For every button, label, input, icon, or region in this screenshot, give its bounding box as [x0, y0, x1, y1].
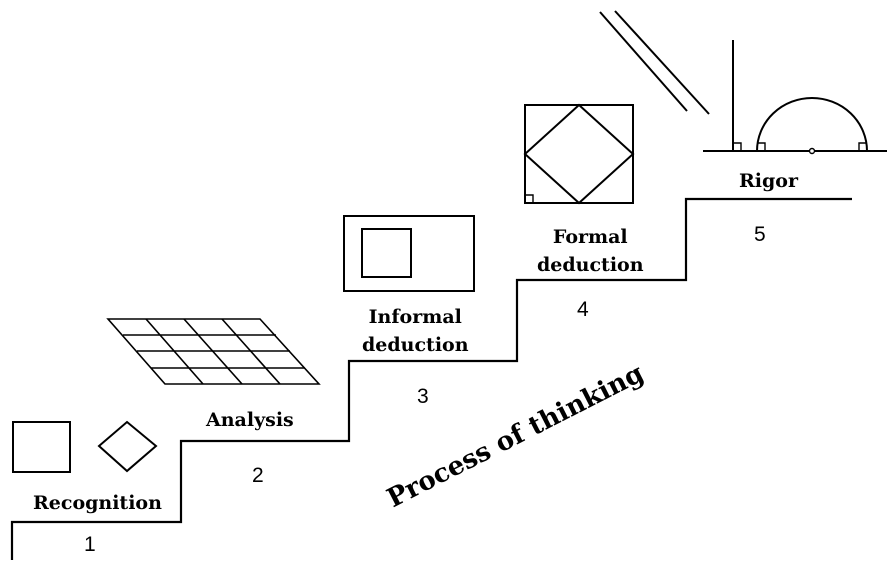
level-2-number: 2 [252, 464, 264, 487]
level-4-number: 4 [577, 298, 589, 321]
level-3-label-line1: Informal [368, 306, 462, 328]
analysis-grid-shape [106, 318, 321, 385]
level-4-label: Formal deduction [537, 224, 644, 279]
level-4-label-line2: deduction [537, 253, 644, 276]
rigor-semicircle-left-mark [757, 142, 766, 151]
level-5-number: 5 [754, 223, 766, 246]
informal-inner-square-shape [361, 228, 412, 278]
level-3-label-line2: deduction [362, 333, 469, 356]
rigor-perpendicular-right-angle-mark [733, 142, 742, 151]
rigor-semicircle-right-mark [858, 142, 867, 151]
recognition-square-shape [12, 421, 71, 473]
level-1-label: Recognition [33, 492, 162, 514]
rigor-parallel-line-1 [599, 11, 688, 112]
level-1-number: 1 [84, 533, 96, 556]
recognition-diamond-shape [97, 420, 158, 473]
level-5-label: Rigor [739, 170, 798, 192]
informal-outer-rectangle-shape [343, 215, 475, 292]
level-4-label-line1: Formal [552, 226, 628, 248]
level-2-label: Analysis [206, 409, 294, 431]
formal-right-angle-mark [525, 194, 534, 203]
level-3-number: 3 [417, 385, 429, 408]
rigor-semicircle-shape [756, 97, 868, 152]
formal-inscribed-diamond-shape [523, 103, 635, 205]
rigor-parallel-line-2 [614, 10, 710, 115]
formal-outer-square-shape [524, 104, 634, 204]
rigor-center-point [808, 147, 816, 155]
staircase-line [10, 197, 852, 560]
level-3-label: Informal deduction [362, 304, 469, 359]
